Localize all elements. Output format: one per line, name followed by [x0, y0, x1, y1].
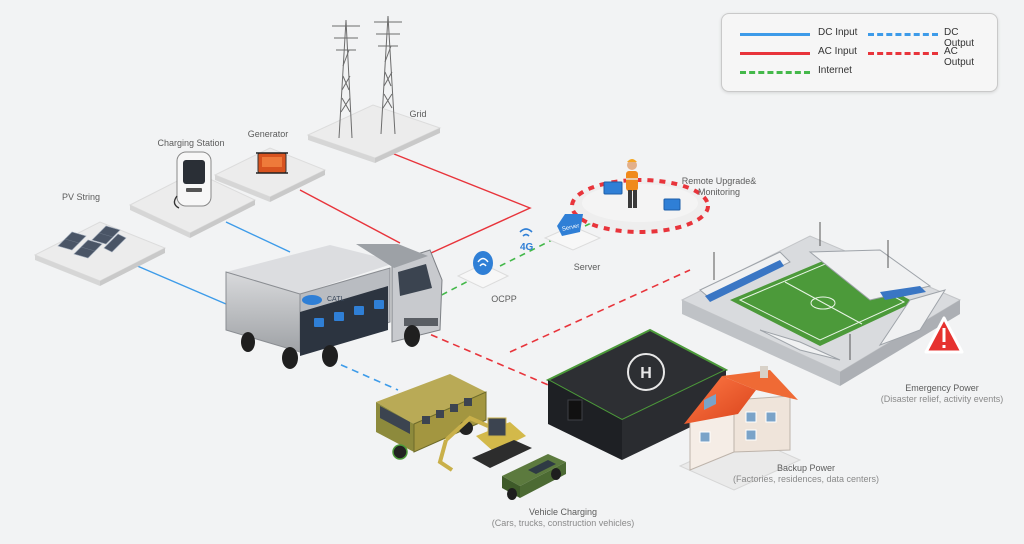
remote-sub: Monitoring: [697, 187, 741, 198]
grid-label: Grid: [409, 109, 427, 119]
connection-lines: [127, 149, 691, 391]
emergency-power-label: Emergency Power (Disaster relief, activi…: [881, 383, 1004, 406]
grid: [306, 15, 442, 163]
ocpp-node: [456, 251, 510, 289]
warning-triangle-icon: [924, 316, 964, 354]
pickup-truck: [502, 454, 566, 500]
monitor-screen: [663, 198, 681, 211]
mobile-energy-truck: CATL: [225, 244, 443, 369]
legend-row-ac: AC Input AC Output: [740, 46, 980, 68]
vehicle-sub: (Cars, trucks, construction vehicles): [491, 518, 635, 529]
charging-station-label: Charging Station: [157, 138, 225, 148]
legend-dc-output: DC Output: [944, 27, 975, 49]
vehicle-title: Vehicle Charging: [528, 507, 598, 517]
remote-monitoring: [570, 159, 710, 234]
power-tower-right: [374, 15, 402, 135]
ac-input-line-generator: [299, 189, 401, 244]
dc-input-line-station: [225, 221, 291, 253]
dc-output-swatch: [868, 33, 938, 36]
internet-line-server: [499, 235, 561, 267]
helipad-letter: H: [640, 365, 652, 382]
ac-output-line-emergency: [509, 269, 691, 353]
server-badge-text: Server: [562, 223, 581, 233]
vehicle-charging-label: Vehicle Charging (Cars, trucks, construc…: [492, 507, 635, 530]
emergency-title: Emergency Power: [905, 383, 979, 393]
monitor-screen: [603, 181, 623, 195]
ac-input-swatch: [740, 52, 810, 55]
remote-title: Remote Upgrade&: [681, 176, 757, 186]
engineer: [626, 159, 638, 208]
ac-input-line-grid: [383, 149, 532, 259]
legend-dc-input: DC Input: [818, 27, 858, 38]
backup-sub: (Factories, residences, data centers): [732, 474, 880, 485]
four-g-signal: 4G: [519, 228, 534, 253]
truck-brand-text: CATL: [327, 296, 344, 303]
ocpp-label: OCPP: [491, 294, 517, 304]
internet-line-ocpp: [431, 275, 479, 301]
legend-row-dc: DC Input DC Output: [740, 27, 980, 49]
server-label: Server: [573, 262, 601, 272]
charger-screen: [183, 160, 205, 184]
emergency-sub: (Disaster relief, activity events): [880, 394, 1004, 405]
school-bus: [376, 374, 487, 460]
house: [678, 366, 802, 491]
generator-label: Generator: [247, 129, 289, 139]
helipad-circle: [627, 353, 665, 391]
dc-input-line-pv: [127, 261, 241, 311]
legend-row-internet: Internet: [740, 65, 980, 79]
legend-ac-output: AC Output: [944, 46, 975, 68]
backup-title: Backup Power: [776, 463, 836, 473]
ac-output-swatch: [868, 52, 938, 55]
legend-ac-input: AC Input: [818, 46, 857, 57]
ac-output-line-backup: [419, 329, 561, 391]
remote-upgrade-label: Remote Upgrade& Monitoring: [682, 176, 757, 199]
power-tower-left: [332, 19, 360, 139]
pv-string: [33, 221, 167, 286]
pv-string-label: PV String: [61, 192, 101, 202]
server-node: Server: [543, 214, 602, 251]
backup-building: H: [545, 328, 729, 460]
dc-input-swatch: [740, 33, 810, 36]
four-g-text: 4G: [520, 242, 534, 253]
generator: [213, 147, 327, 202]
stadium: [680, 222, 964, 386]
excavator: [437, 415, 532, 472]
legend: DC Input DC Output AC Input AC Output In…: [721, 13, 998, 92]
charging-station: [128, 151, 257, 238]
internet-swatch: [740, 71, 810, 74]
dc-output-line-vehicles: [329, 359, 399, 391]
backup-power-label: Backup Power (Factories, residences, dat…: [733, 463, 879, 486]
legend-internet: Internet: [818, 65, 852, 76]
